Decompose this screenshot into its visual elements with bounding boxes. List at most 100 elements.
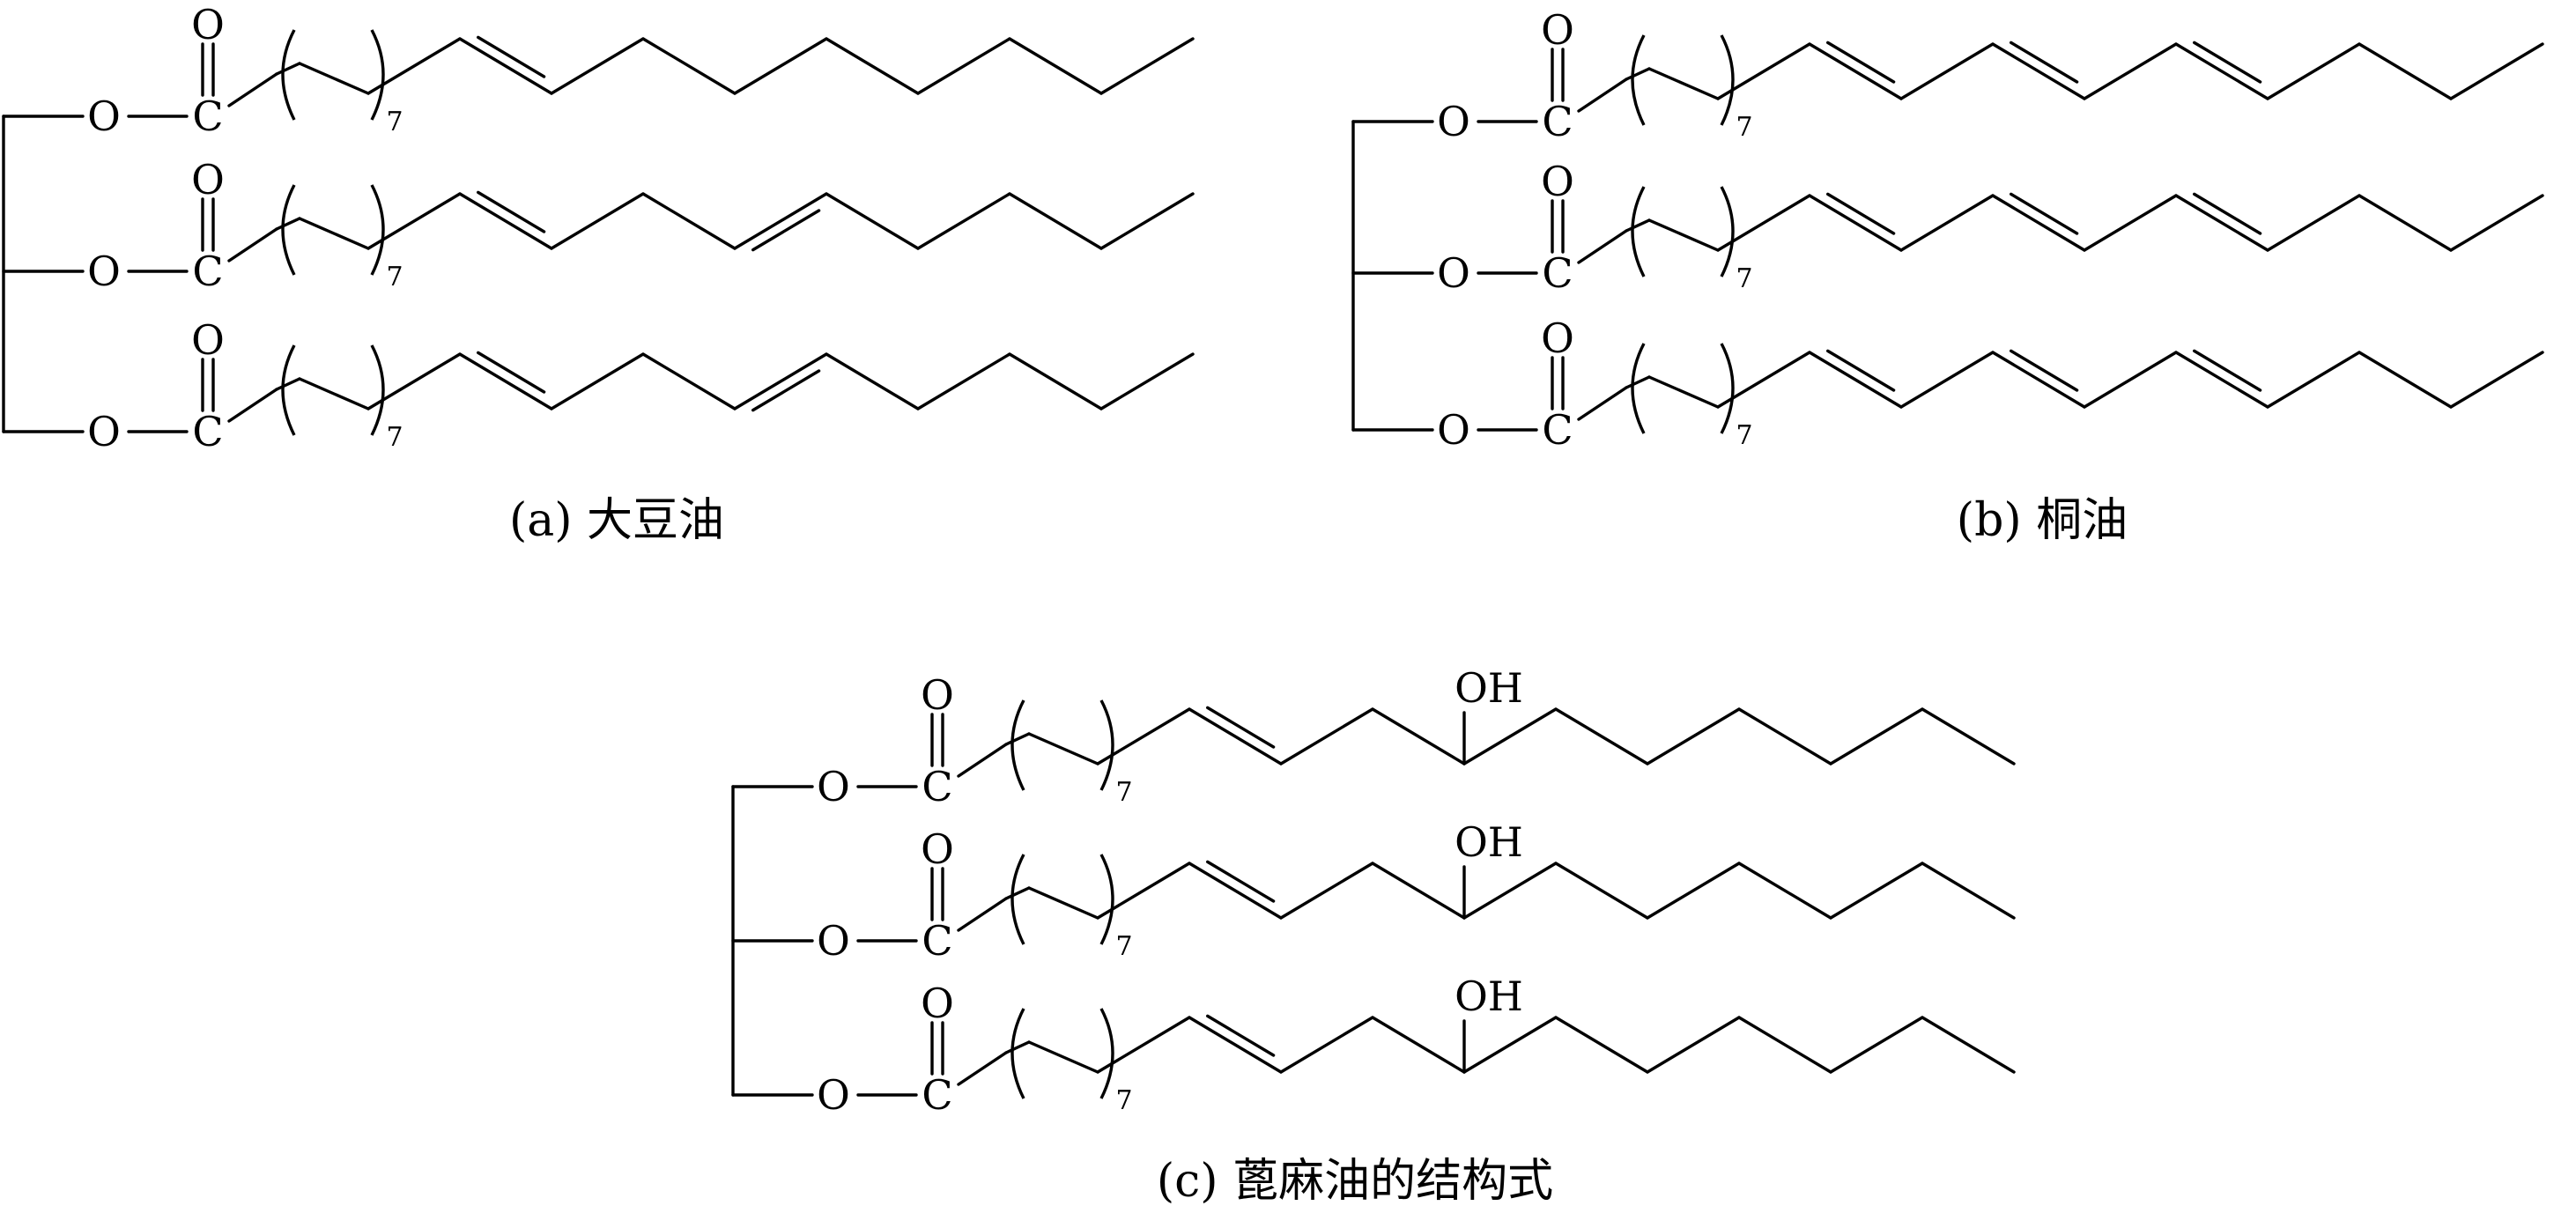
chain-bond: [2266, 351, 2361, 409]
chain-bond: [1899, 194, 1995, 252]
carbonyl-carbon: C: [922, 763, 952, 810]
chain-bond: [641, 352, 737, 410]
repeat-bond-in: [1625, 67, 1651, 81]
chain-bond: [1646, 707, 1741, 766]
chain-bond: [2358, 351, 2453, 409]
repeat-bond-in: [1625, 218, 1651, 233]
chain-bond: [1646, 862, 1741, 920]
chain-bond: [1808, 194, 1903, 252]
chain-bond: [1899, 42, 1995, 100]
repeat-bracket-right: [370, 29, 385, 121]
chain-bond: [733, 352, 828, 410]
repeat-bracket-right: [1099, 1008, 1114, 1099]
repeat-bracket-left: [281, 344, 296, 436]
chain-bond: [1716, 42, 1811, 100]
chain-bond: [1554, 862, 1649, 920]
chain-bond: [2449, 42, 2544, 100]
chain-bond: [1991, 194, 2086, 252]
repeat-bond-in: [275, 62, 301, 76]
chain-bond: [916, 192, 1011, 250]
chain-bond: [458, 352, 553, 410]
repeat-bracket-left: [281, 184, 296, 276]
carbonyl-to-chain-bond: [957, 897, 1008, 932]
carbonyl-to-chain-bond: [957, 1051, 1008, 1086]
chain-bond: [1279, 862, 1374, 920]
repeat-bond-in: [1004, 732, 1031, 746]
chain-bond: [2083, 42, 2178, 100]
chain-bond: [1096, 1016, 1191, 1074]
repeat-bond-unit: [1647, 375, 1720, 409]
chain-bond: [2266, 42, 2361, 100]
repeat-bond-in: [1004, 886, 1031, 900]
chain-bond: [1737, 707, 1832, 766]
chain-bond: [2449, 351, 2544, 409]
chain-bond: [366, 352, 462, 410]
repeat-bracket-right: [1720, 34, 1735, 126]
chain-bond: [1646, 1016, 1741, 1074]
ester-oxygen: O: [87, 92, 121, 140]
chain-double-bond: [751, 209, 821, 252]
repeat-bracket-left: [281, 29, 296, 121]
chain-double-bond: [2010, 41, 2079, 84]
repeat-bracket-right: [370, 344, 385, 436]
chain-bond: [1371, 707, 1466, 766]
chain-bond: [1462, 707, 1558, 766]
hydroxyl-group: OH: [1455, 664, 1523, 712]
repeat-count-label: 7: [1736, 112, 1752, 143]
repeat-count-label: 7: [1115, 777, 1132, 808]
carbonyl-oxygen: O: [921, 671, 954, 719]
ester-oxygen: O: [817, 917, 850, 965]
chain-bond: [1991, 351, 2086, 409]
chain-double-bond: [477, 190, 546, 233]
hydroxyl-group: OH: [1455, 973, 1523, 1020]
chain-bond: [825, 352, 920, 410]
chain-bond: [1008, 352, 1103, 410]
ester-oxygen: O: [87, 248, 121, 295]
chain-bond: [366, 37, 462, 95]
chain-bond: [825, 192, 920, 250]
chain-bond: [1279, 707, 1374, 766]
carbonyl-oxygen: O: [1541, 158, 1574, 205]
chain-bond: [1008, 37, 1103, 95]
chain-bond: [2358, 194, 2453, 252]
chain-double-bond: [2193, 192, 2262, 235]
chain-bond: [2266, 194, 2361, 252]
carbonyl-oxygen: O: [191, 316, 225, 364]
repeat-bracket-left: [1010, 854, 1025, 945]
chain-bond: [2174, 351, 2269, 409]
carbonyl-carbon: C: [922, 917, 952, 965]
repeat-bracket-left: [1010, 1008, 1025, 1099]
chain-double-bond: [2193, 349, 2262, 392]
chain-bond: [550, 192, 645, 250]
ester-oxygen: O: [817, 1071, 850, 1119]
chain-bond: [1188, 1016, 1283, 1074]
chain-double-bond: [477, 35, 546, 78]
chain-bond: [1808, 42, 1903, 100]
chain-bond: [458, 192, 553, 250]
chain-bond: [1008, 192, 1103, 250]
chain-bond: [916, 37, 1011, 95]
ester-oxygen: O: [87, 408, 121, 455]
carbonyl-to-chain-bond: [1577, 78, 1628, 113]
chain-bond: [1921, 862, 2016, 920]
repeat-bracket-left: [1010, 699, 1025, 791]
chain-bond: [1829, 1016, 1924, 1074]
chain-bond: [1991, 42, 2086, 100]
chain-bond: [1096, 862, 1191, 920]
chain-double-bond: [1206, 860, 1276, 903]
repeat-bracket-right: [1720, 186, 1735, 277]
repeat-bracket-right: [370, 184, 385, 276]
carbonyl-carbon: C: [192, 408, 223, 455]
repeat-count-label: 7: [1736, 263, 1752, 294]
caption-soybean-oil: (a) 大豆油: [509, 494, 724, 547]
chain-bond: [1188, 707, 1283, 766]
chain-bond: [2083, 351, 2178, 409]
chain-bond: [1096, 707, 1191, 766]
repeat-bond-unit: [1027, 886, 1099, 920]
chain-bond: [641, 37, 737, 95]
carbonyl-to-chain-bond: [227, 72, 278, 107]
